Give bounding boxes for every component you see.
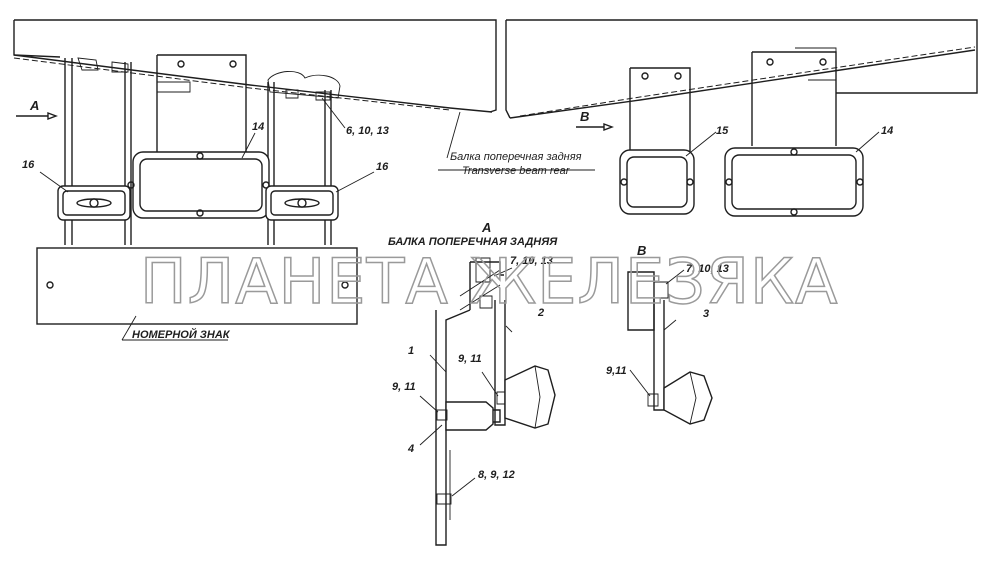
detail-a-label: А — [481, 220, 491, 235]
bracket-2 — [494, 300, 506, 426]
left-assembly-view — [13, 19, 595, 341]
callout-9-11-a-upper: 9, 11 — [458, 353, 482, 365]
rear-beam-left — [13, 19, 497, 113]
callout-4: 4 — [407, 443, 414, 455]
rear-beam-right — [505, 19, 978, 119]
callout-1: 1 — [408, 345, 414, 357]
labels: А В А В Балка поперечная задняя Transver… — [22, 98, 893, 481]
callout-14-left: 14 — [252, 121, 264, 133]
callout-16-right: 16 — [376, 161, 389, 173]
view-a-label: А — [29, 98, 39, 113]
bracket-3 — [653, 298, 665, 411]
callout-14-right: 14 — [881, 125, 893, 137]
beam-caption-en: Transverse beam rear — [462, 165, 571, 177]
callout-15: 15 — [716, 125, 729, 137]
beam-caption-ru: Балка поперечная задняя — [450, 151, 582, 163]
lamp-14-right-view — [724, 147, 864, 217]
bracket-1 — [435, 309, 471, 546]
callout-9-11-b: 9,11 — [606, 365, 627, 377]
callout-16-left: 16 — [22, 159, 35, 171]
right-assembly-view — [505, 19, 978, 217]
callout-7-10-13-b: 7, 10, 13 — [686, 263, 729, 275]
plate-caption: НОМЕРНОЙ ЗНАК — [132, 328, 231, 341]
license-plate — [36, 247, 358, 325]
view-b-label: В — [580, 109, 589, 124]
callout-2: 2 — [537, 307, 544, 319]
callout-7-10-13-a: 7, 10, 13 — [510, 255, 553, 267]
lamp-detail-a — [504, 365, 556, 429]
lamp-15 — [619, 149, 695, 215]
detail-a — [419, 257, 556, 546]
lamp-4 — [445, 401, 494, 431]
beam-caption-upper: БАЛКА ПОПЕРЕЧНАЯ ЗАДНЯЯ — [388, 236, 558, 248]
lamp-detail-b — [663, 371, 713, 425]
watermark: ПЛАНЕТА ЖЕЛЕЗЯКА — [140, 245, 838, 318]
callout-6-10-13: 6, 10, 13 — [346, 125, 389, 137]
callout-3: 3 — [703, 308, 709, 320]
detail-b — [627, 269, 713, 425]
callout-8-9-12: 8, 9, 12 — [478, 469, 515, 481]
detail-b-label: В — [637, 243, 646, 258]
callout-9-11-a-lower: 9, 11 — [392, 381, 416, 393]
lamp-14-left-view — [132, 151, 270, 219]
